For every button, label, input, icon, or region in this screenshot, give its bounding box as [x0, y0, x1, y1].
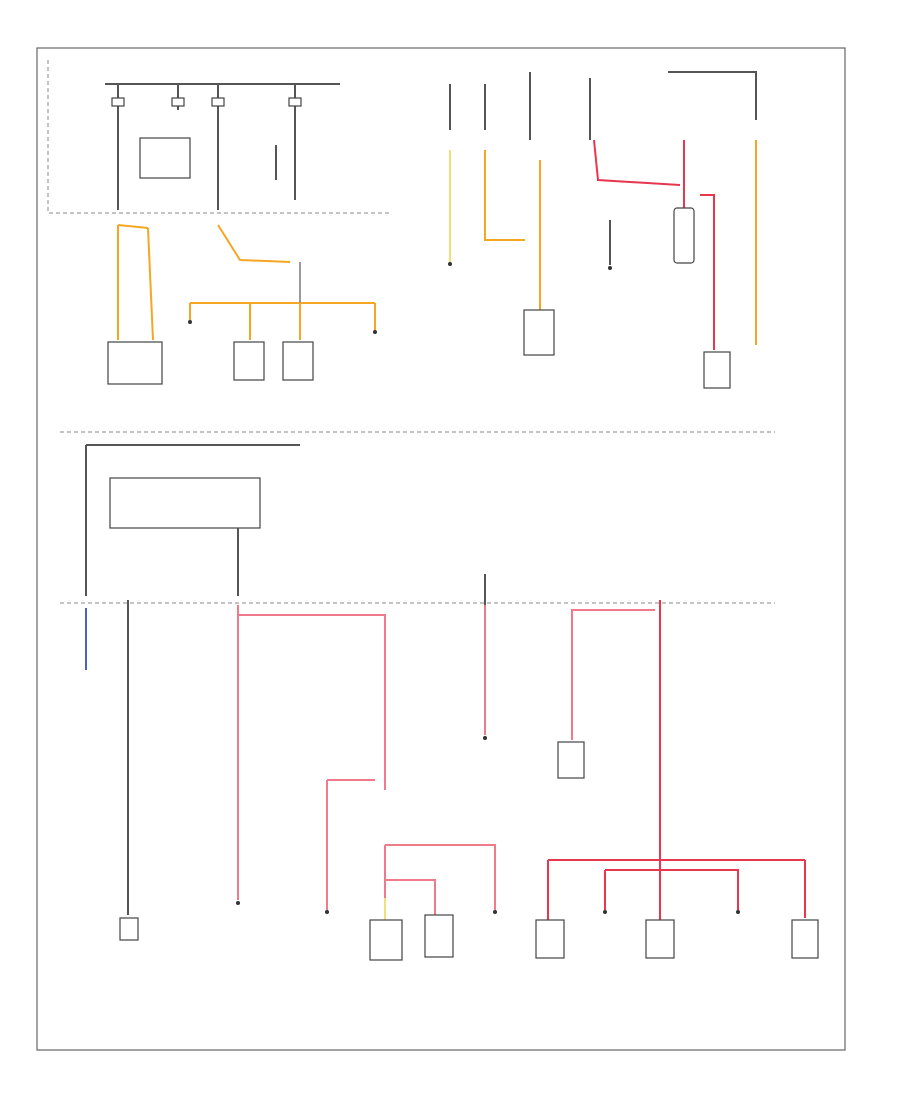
wire-pink-7 [385, 879, 436, 915]
ground-point-6 [493, 910, 497, 914]
diagram-border [36, 47, 846, 1051]
module-fuel-pump [369, 919, 403, 961]
wire-orange-mid [484, 150, 525, 241]
fuse-2 [171, 97, 185, 107]
module-passenger-seat [233, 341, 265, 381]
ground-point-7 [603, 910, 607, 914]
wire-red-battery-3 [700, 194, 715, 350]
ground-module [119, 917, 139, 941]
wire-red-battery-1 [593, 139, 681, 186]
module-injector-2 [645, 919, 675, 959]
ground-point-8 [736, 910, 740, 914]
wire-orange-2 [147, 227, 154, 341]
ground-point-3 [448, 262, 452, 266]
ignition-switch [109, 477, 261, 529]
ground-point-5 [325, 910, 329, 914]
module-sensor [791, 919, 819, 959]
wire-orange-4 [217, 224, 291, 263]
fuse-4 [288, 97, 302, 107]
module-driver-seat [107, 341, 163, 385]
wire-red-4 [660, 869, 739, 910]
ground-point-9 [483, 736, 487, 740]
battery [673, 207, 695, 264]
wire-pink-2 [238, 614, 386, 790]
ground-point-1 [188, 320, 192, 324]
wire-pink-right-1 [571, 609, 655, 740]
ground-point-2 [373, 330, 377, 334]
module-transmission [557, 741, 585, 779]
fuse-1 [111, 97, 125, 107]
module-starter [703, 351, 731, 389]
module-motor-seat [282, 341, 314, 381]
ground-point-4 [236, 901, 240, 905]
battery-ground [608, 266, 612, 270]
module-ecm [424, 914, 454, 958]
module-injector-1 [535, 919, 565, 959]
wire-pink-5 [385, 844, 496, 910]
relay-box [139, 137, 191, 179]
wire-right-top [668, 71, 757, 120]
module-mid [523, 309, 555, 356]
wire-orange-3 [117, 224, 149, 229]
fuse-3 [211, 97, 225, 107]
underhood-fuse-block-outline [47, 60, 390, 214]
